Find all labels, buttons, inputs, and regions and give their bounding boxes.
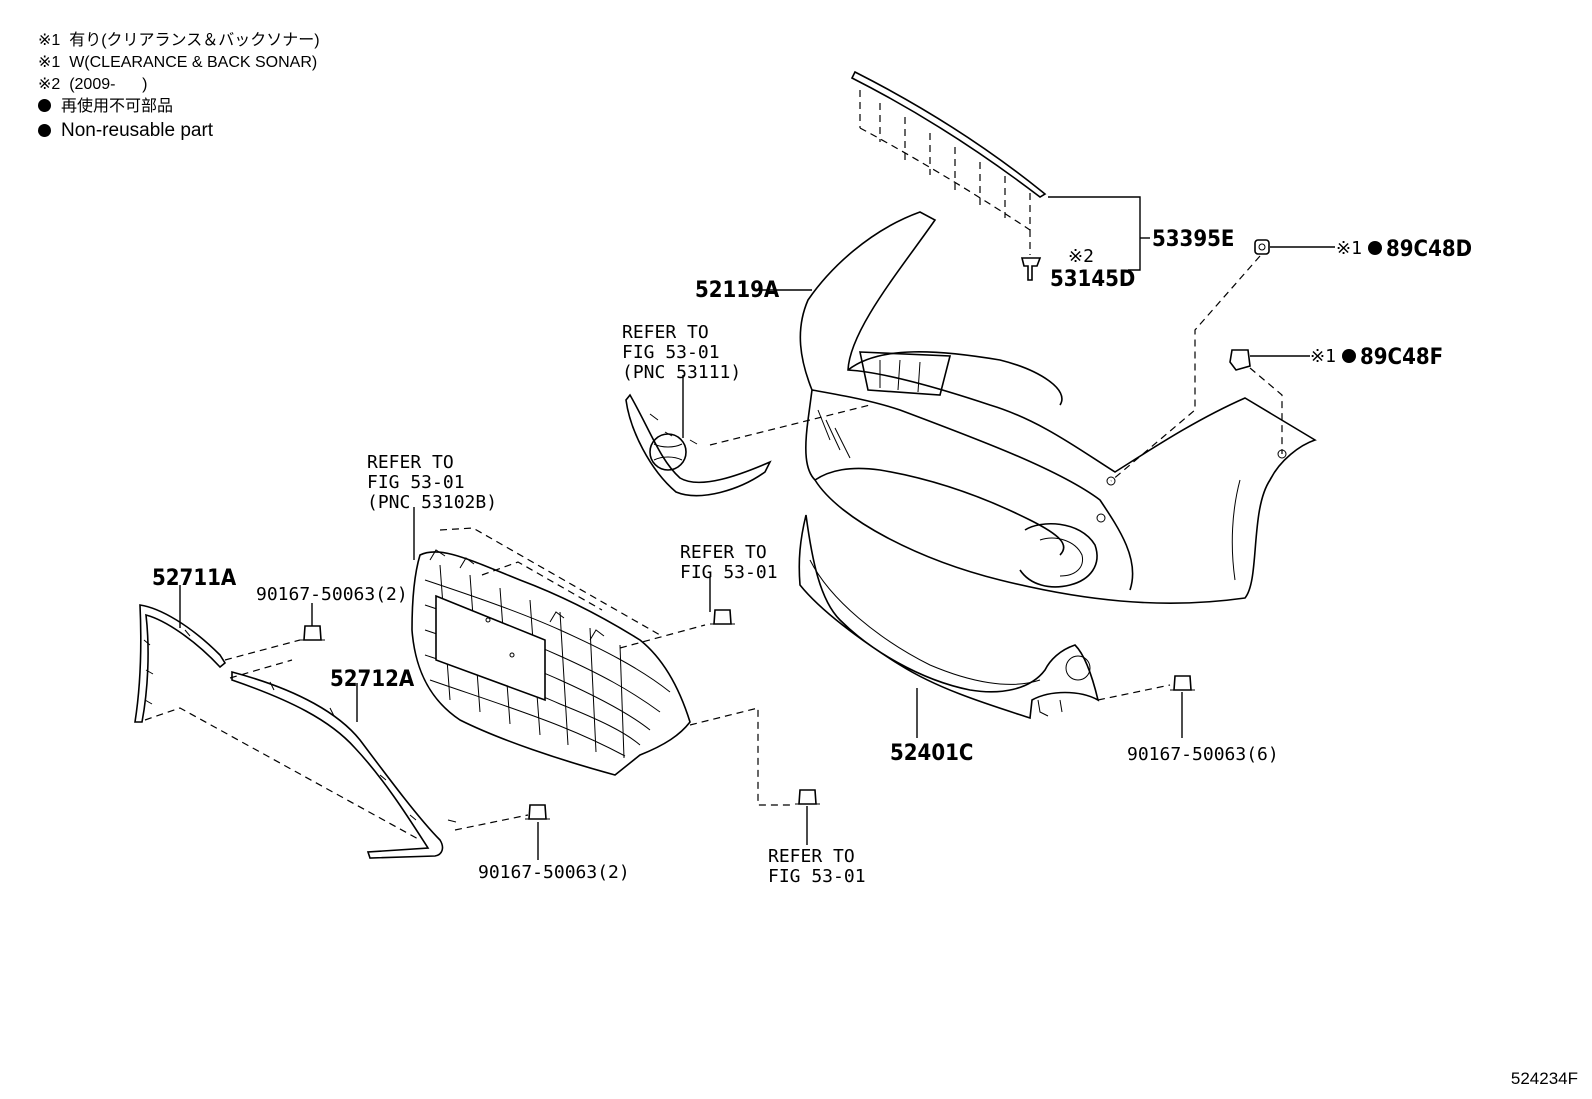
sonar-retainer-89c48f[interactable]	[1229, 349, 1251, 371]
label-53145d: 53145D	[1050, 267, 1135, 292]
dash-grille	[439, 527, 790, 806]
radiator-grille[interactable]	[411, 549, 691, 776]
label-89c48f: 89C48F	[1360, 345, 1443, 370]
legend-note2: ※2 (2009- )	[38, 76, 148, 93]
bolt-icon[interactable]	[300, 625, 325, 641]
ref-right-clip-line1: REFER TO	[680, 542, 767, 563]
figure-id: 524234F	[1510, 1069, 1578, 1088]
dash-52401c	[1097, 684, 1171, 701]
label-bolt-c: 90167-50063(6)	[1127, 744, 1279, 765]
nonreusable-bullet-icon	[1342, 349, 1356, 363]
ref-emblem-line1: REFER TO	[622, 322, 709, 343]
dash-emblem	[709, 404, 871, 446]
ref-emblem-line3: (PNC 53111)	[622, 362, 741, 383]
ref-bottom-clip-line1: REFER TO	[768, 846, 855, 867]
moulding-52712a[interactable]	[231, 670, 457, 859]
label-52119a: 52119A	[695, 278, 780, 303]
dash-89c48d	[1110, 255, 1261, 482]
label-52711a: 52711A	[152, 566, 237, 591]
legend-nonreuse-jp: 再使用不可部品	[61, 98, 174, 115]
ref-grille-line3: (PNC 53102B)	[367, 492, 497, 513]
nonreusable-bullet-icon	[1368, 241, 1382, 255]
label-52712a: 52712A	[330, 667, 415, 692]
legend-note1-en: ※1 W(CLEARANCE & BACK SONAR)	[38, 54, 318, 71]
legend-nonreuse-jp-row: 再使用不可部品	[38, 96, 320, 118]
note-89c48d: ※1	[1336, 238, 1362, 259]
sonar-retainer-89c48d[interactable]	[1254, 239, 1270, 255]
seal-strip-53395e[interactable]	[850, 70, 1047, 255]
legend-nonreuse-en-row: Non-reusable part	[38, 118, 320, 144]
bolt-icon[interactable]	[1170, 675, 1195, 691]
legend-nonreuse-en: Non-reusable part	[61, 120, 214, 141]
label-bolt-a: 90167-50063(2)	[256, 584, 408, 605]
label-53395e: 53395E	[1152, 227, 1234, 252]
nonreusable-bullet-icon	[38, 99, 51, 112]
emblem-bracket[interactable]	[625, 393, 772, 497]
ref-bottom-clip-line2: FIG 53-01	[768, 866, 866, 887]
legend-note1-jp: ※1 有り(クリアランス＆バックソナー)	[38, 32, 320, 49]
note-53145d: ※2	[1068, 246, 1094, 267]
ref-emblem-line2: FIG 53-01	[622, 342, 720, 363]
lower-spoiler-52401c[interactable]	[798, 514, 1100, 720]
ref-grille-line2: FIG 53-01	[367, 472, 465, 493]
bolt-icon[interactable]	[795, 789, 820, 805]
clip-53145d[interactable]	[1020, 257, 1042, 281]
nonreusable-bullet-icon	[38, 124, 51, 137]
dash-89c48f	[1249, 367, 1283, 454]
ref-grille-line1: REFER TO	[367, 452, 454, 473]
bolt-icon[interactable]	[710, 609, 735, 625]
bolt-icon[interactable]	[525, 804, 550, 820]
bracket-53395e	[1048, 196, 1141, 271]
note-89c48f: ※1	[1310, 346, 1336, 367]
dash-52711a	[144, 639, 421, 841]
label-bolt-b: 90167-50063(2)	[478, 862, 630, 883]
moulding-52711a[interactable]	[134, 604, 227, 723]
ref-right-clip-line2: FIG 53-01	[680, 562, 778, 583]
legend: ※1 有り(クリアランス＆バックソナー) ※1 W(CLEARANCE & BA…	[38, 30, 320, 144]
dash-bolt-b	[454, 814, 529, 831]
label-89c48d: 89C48D	[1386, 237, 1472, 262]
label-52401c: 52401C	[890, 741, 973, 766]
